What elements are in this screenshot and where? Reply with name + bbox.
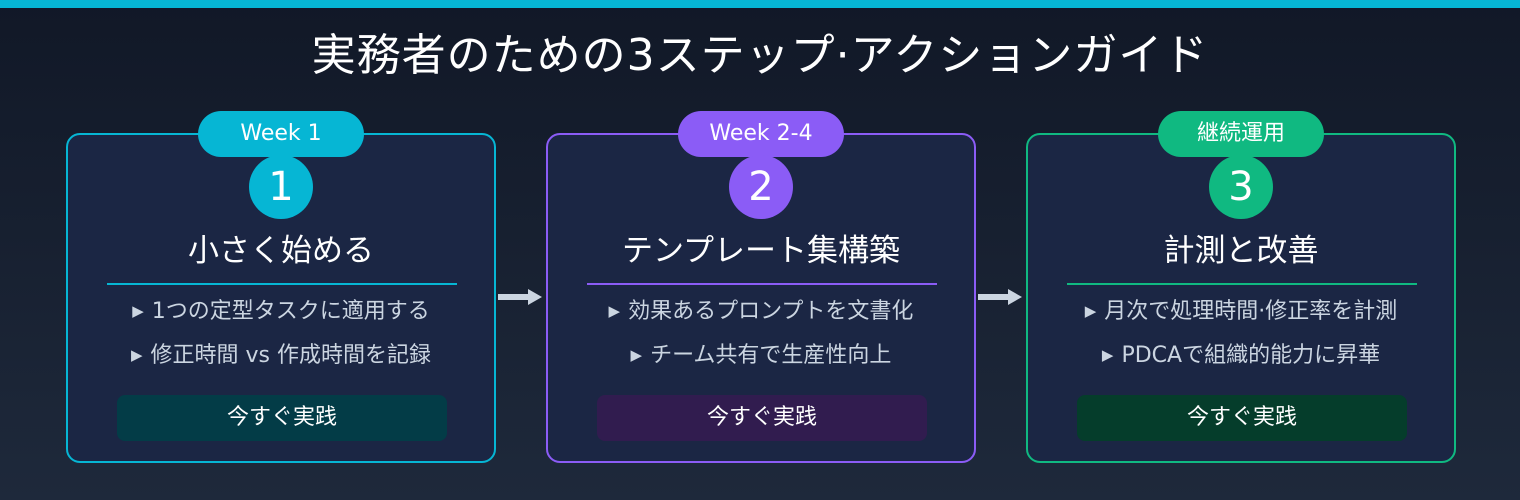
list-item-text: 月次で処理時間·修正率を計測: [1104, 299, 1398, 324]
triangle-bullet-icon: ▶: [130, 346, 143, 364]
list-item-text: 修正時間 vs 作成時間を記録: [150, 343, 431, 368]
step-title: 小さく始める: [188, 233, 374, 269]
triangle-bullet-icon: ▶: [630, 346, 643, 364]
step-number-circle: 2: [729, 155, 793, 219]
list-item-text: 効果あるプロンプトを文書化: [628, 299, 914, 324]
practice-now-button[interactable]: 今すぐ実践: [597, 395, 927, 441]
list-item: ▶ PDCAで組織的能力に昇華: [1028, 333, 1454, 377]
triangle-bullet-icon: ▶: [1084, 302, 1097, 320]
divider: [107, 283, 457, 285]
triangle-bullet-icon: ▶: [608, 302, 621, 320]
step-number-circle: 3: [1209, 155, 1273, 219]
list-item-text: 1つの定型タスクに適用する: [151, 299, 430, 324]
step-badge: 継続運用: [1158, 111, 1324, 157]
step-items: ▶ 月次で処理時間·修正率を計測 ▶ PDCAで組織的能力に昇華: [1028, 289, 1454, 377]
arrow-right-icon: [978, 289, 1022, 305]
step-badge: Week 1: [198, 111, 364, 157]
list-item: ▶ 月次で処理時間·修正率を計測: [1028, 289, 1454, 333]
step-title: テンプレート集構築: [621, 233, 901, 269]
step-card-2: Week 2-4 2 テンプレート集構築 ▶ 効果あるプロンプトを文書化 ▶ チーム…: [546, 111, 976, 463]
step-badge: Week 2-4: [678, 111, 844, 157]
list-item: ▶ 1つの定型タスクに適用する: [68, 289, 494, 333]
step-number-circle: 1: [249, 155, 313, 219]
list-item: ▶ チーム共有で生産性向上: [548, 333, 974, 377]
practice-now-button[interactable]: 今すぐ実践: [1077, 395, 1407, 441]
divider: [587, 283, 937, 285]
divider: [1067, 283, 1417, 285]
step-card-3: 継続運用 3 計測と改善 ▶ 月次で処理時間·修正率を計測 ▶ PDCAで組織的能力…: [1026, 111, 1456, 463]
list-item: ▶ 効果あるプロンプトを文書化: [548, 289, 974, 333]
step-items: ▶ 1つの定型タスクに適用する ▶ 修正時間 vs 作成時間を記録: [68, 289, 494, 377]
top-accent-bar: [0, 0, 1520, 8]
triangle-bullet-icon: ▶: [1101, 346, 1114, 364]
list-item: ▶ 修正時間 vs 作成時間を記録: [68, 333, 494, 377]
step-card-1: Week 1 1 小さく始める ▶ 1つの定型タスクに適用する ▶ 修正時間 vs …: [66, 111, 496, 463]
step-items: ▶ 効果あるプロンプトを文書化 ▶ チーム共有で生産性向上: [548, 289, 974, 377]
practice-now-button[interactable]: 今すぐ実践: [117, 395, 447, 441]
triangle-bullet-icon: ▶: [132, 302, 144, 320]
list-item-text: PDCAで組織的能力に昇華: [1121, 343, 1381, 368]
step-title: 計測と改善: [1163, 233, 1319, 269]
page-title: 実務者のための3ステップ·アクションガイド: [311, 30, 1209, 81]
arrow-right-icon: [498, 289, 542, 305]
list-item-text: チーム共有で生産性向上: [650, 343, 892, 368]
